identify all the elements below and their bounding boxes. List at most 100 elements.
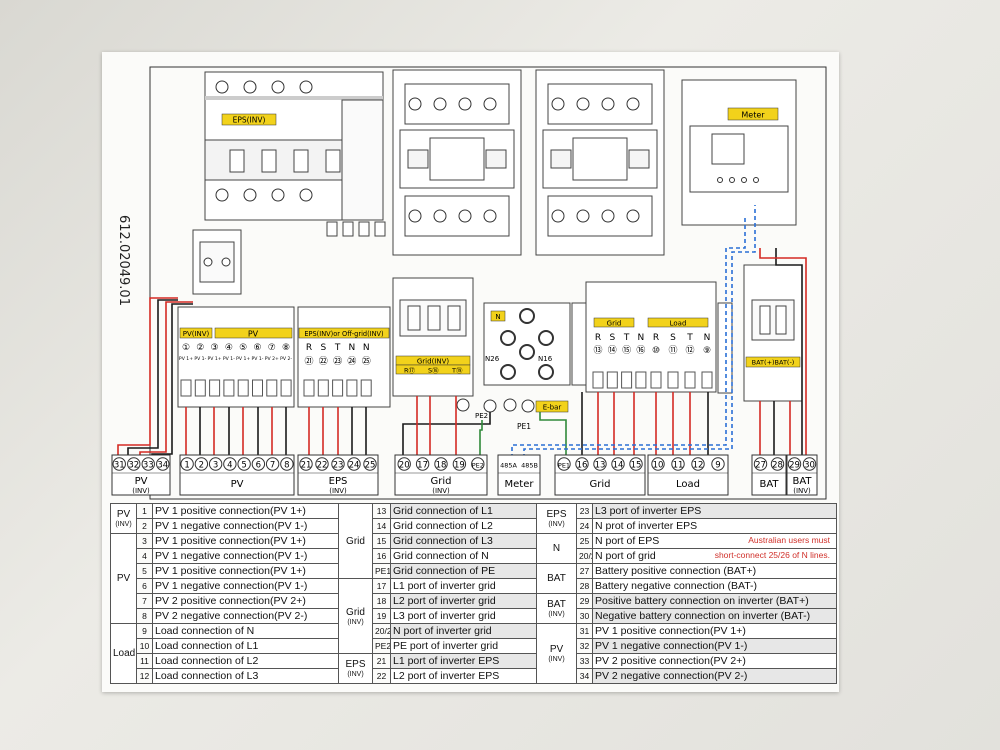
bottom-group-label: Grid [590,479,611,490]
bottom-terminal-ring [280,457,294,471]
legend-group-name: PV [116,573,131,584]
bottom-terminal-num: 14 [613,461,624,471]
wires [117,205,807,458]
bottom-group-label: PV [135,476,148,487]
bottom-terminal-num: 18 [436,461,447,471]
legend-desc-text: Grid connection of L1 [393,504,493,517]
pv-inv-label: PV(INV) [183,330,210,338]
eps-inv-breaker: EPS(INV) [204,71,384,221]
legend-desc-text: L1 port of inverter EPS [393,654,500,667]
bottom-terminal-ring [363,457,377,471]
pv-term-num: ⑤ [239,343,247,353]
load-term-letter: R [653,333,659,343]
bottom-terminal-num: 2 [199,461,204,471]
bottom-terminal-num: 25 [365,461,376,471]
bottom-terminal-num: 6 [256,461,261,471]
legend-num: 16 [372,548,391,564]
legend-desc-text: L1 port of inverter grid [393,579,496,592]
pv-term-screw [180,379,192,397]
bottom-terminal-num: 22 [317,461,328,471]
legend-num: 11 [136,653,153,669]
pv-term-screw [223,379,235,397]
bottom-group-label: EPS [329,476,348,487]
grid-block-label: Grid [607,320,622,328]
legend-desc: L2 port of inverter grid [390,593,537,609]
legend-group-sub: (INV) [347,671,364,678]
legend-group-sub: (INV) [347,618,364,626]
grid-inv-label: Grid(INV) [417,358,450,366]
n-tag: N [495,313,500,321]
legend-desc: L3 port of inverter grid [390,608,537,624]
contactor-1 [392,69,522,256]
bottom-group-label: Load [676,479,700,490]
grid-term-screw [606,371,618,389]
legend-num: 22 [372,668,391,684]
pv-term-screw [252,379,263,397]
bottom-terminal-num: 28 [772,461,783,471]
grid-term-num: ⑭ [608,345,617,356]
legend-group: BAT [536,563,577,594]
bottom-terminal-ring [611,457,625,471]
bottom-group-sub: (INV) [432,487,450,495]
bottom-terminal-ring [331,457,345,471]
legend-desc: Grid connection of N [390,548,537,564]
bottom-terminal-num: 30 [804,461,815,471]
pv-term-sub: PV 2+ [265,356,279,362]
pv-term-screw [266,379,278,397]
legend-desc: Load connection of L2 [152,653,339,669]
legend-desc-text: N port of inverter grid [393,624,492,637]
eps-term-num: ㉓ [333,356,342,367]
legend-desc-text: PV 2 positive connection(PV 2+) [595,654,746,667]
bat-breaker: BAT(+)BAT(-) [743,264,803,402]
eps-term-letter: T [334,343,341,353]
pe2-label: PE2 [475,412,488,420]
legend-num: 27 [576,563,593,579]
legend-desc: L3 port of inverter EPS [592,503,837,519]
legend-num: 17 [372,578,391,594]
eps-term-screw [303,379,315,397]
legend-num: 18 [372,593,391,609]
pv-term-sub: PV 1- [252,356,264,362]
pv-term-num: ① [182,343,190,353]
bottom-terminal-num: 21 [301,461,312,471]
grid-term-num: ⑯ [636,345,645,356]
bottom-terminal-num: 29 [789,461,800,471]
bottom-group-label: Grid [431,476,452,487]
bottom-terminal-ring [299,457,313,471]
legend-group-name: Grid [346,535,365,547]
legend-desc: PE port of inverter grid [390,638,537,654]
pv-term-screw [194,379,206,397]
bottom-terminal-ring [787,457,802,471]
bottom-terminal-num: 13 [595,461,606,471]
pe1-label: PE1 [517,422,531,431]
legend-group: EPS(INV) [536,503,577,534]
legend-group-sub: (INV) [115,521,132,528]
bottom-terminal-ring [265,457,280,471]
bottom-terminal-num: 32 [128,461,139,471]
bottom-terminal-num: 15 [631,461,642,471]
pv-term-sub: PV 2- [280,356,292,362]
legend-desc-text: PV 2 negative connection(PV 2-) [155,609,308,622]
contactor-2 [535,69,665,256]
legend-group: Grid(INV) [338,578,373,654]
legend-group-sub: (INV) [548,521,565,528]
legend-num: 32 [576,638,593,654]
legend-num: 21 [372,653,391,669]
eps-term-letter: N [349,343,356,353]
legend-desc: L2 port of inverter EPS [390,668,537,684]
bottom-group-sub: (INV) [132,487,150,495]
legend-num: 34 [576,668,593,684]
legend-desc-text: Load connection of L2 [155,654,259,667]
eps-offgrid-label: EPS(INV)or Off-grid(INV) [304,330,383,338]
bottom-group-sub: (INV) [329,487,347,495]
earth-bar: E-bar PE2 PE1 [475,398,569,431]
n26-label: N26 [485,355,500,363]
bottom-terminal-ring [629,457,643,471]
load-term-num: ⑨ [703,346,711,356]
